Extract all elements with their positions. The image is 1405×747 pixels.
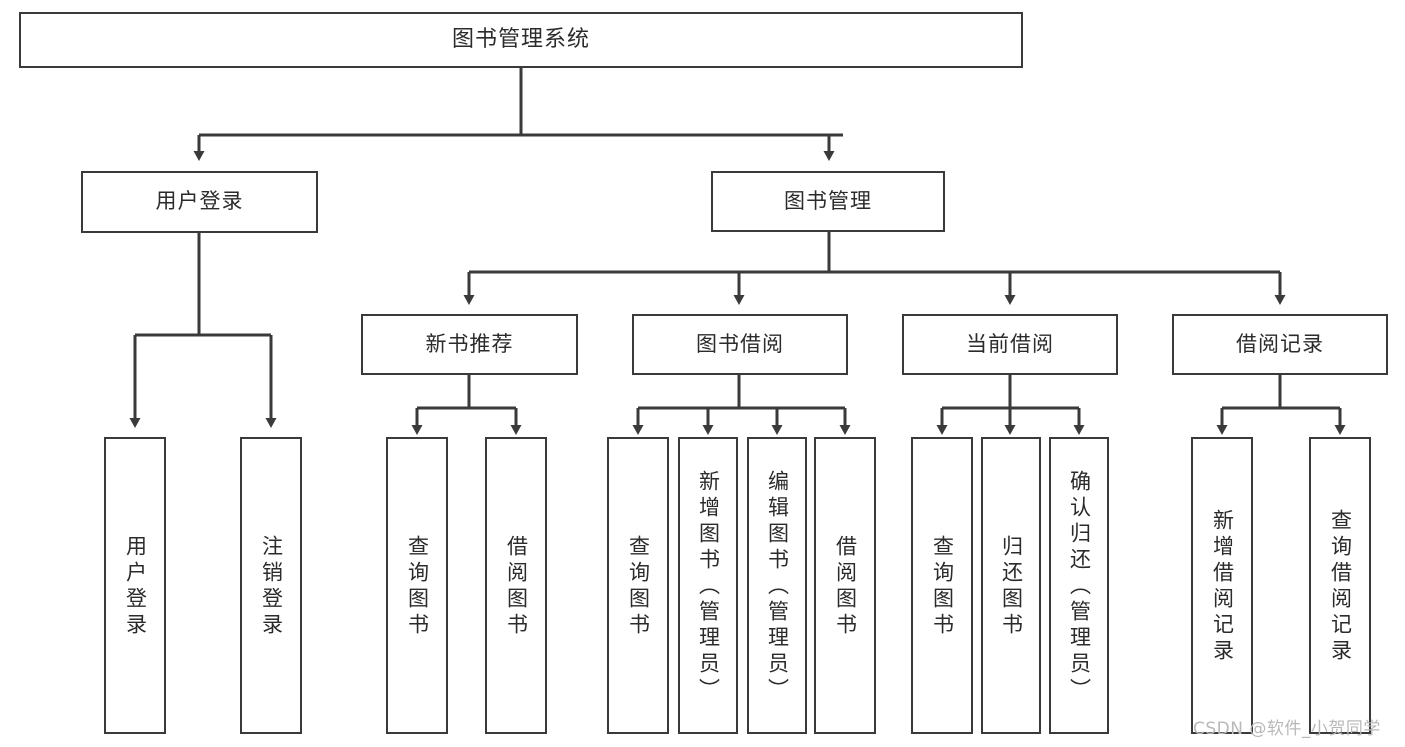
leaf-new-book-1[interactable]: 查询图书 <box>386 437 448 734</box>
leaf-current-borrow-3[interactable]: 确认归还（管理员） <box>1049 437 1109 734</box>
leaf-label: 确认归还（管理员） <box>1067 469 1092 704</box>
leaf-new-book-2[interactable]: 借阅图书 <box>485 437 547 734</box>
leaf-label: 新增图书（管理员） <box>696 469 721 704</box>
node-user-login-label: 用户登录 <box>155 189 244 214</box>
leaf-label: 注销登录 <box>259 534 284 639</box>
leaf-current-borrow-1[interactable]: 查询图书 <box>911 437 973 734</box>
node-book-borrow-label: 图书借阅 <box>696 331 784 356</box>
node-borrow-record-label: 借阅记录 <box>1236 331 1324 356</box>
leaf-label: 新增借阅记录 <box>1210 508 1235 665</box>
node-current-borrow-label: 当前借阅 <box>966 331 1054 356</box>
leaf-label: 借阅图书 <box>504 534 529 639</box>
leaf-label: 查询借阅记录 <box>1328 508 1353 665</box>
leaf-label: 借阅图书 <box>833 534 858 639</box>
leaf-book-borrow-4[interactable]: 借阅图书 <box>814 437 876 734</box>
node-book-management-label: 图书管理 <box>784 188 872 213</box>
node-root-system[interactable]: 图书管理系统 <box>19 12 1023 68</box>
leaf-user-login-1[interactable]: 用户登录 <box>104 437 166 734</box>
node-current-borrow[interactable]: 当前借阅 <box>902 314 1118 375</box>
leaf-label: 查询图书 <box>405 534 430 639</box>
leaf-user-login-2[interactable]: 注销登录 <box>240 437 302 734</box>
leaf-label: 查询图书 <box>626 534 651 639</box>
node-borrow-record[interactable]: 借阅记录 <box>1172 314 1388 375</box>
leaf-current-borrow-2[interactable]: 归还图书 <box>981 437 1041 734</box>
leaf-book-borrow-1[interactable]: 查询图书 <box>607 437 669 734</box>
node-user-login[interactable]: 用户登录 <box>81 171 318 233</box>
leaf-label: 用户登录 <box>123 534 148 639</box>
leaf-label: 归还图书 <box>999 534 1024 639</box>
node-book-borrow[interactable]: 图书借阅 <box>632 314 848 375</box>
node-new-book-recommend[interactable]: 新书推荐 <box>361 314 578 375</box>
leaf-borrow-record-2[interactable]: 查询借阅记录 <box>1309 437 1371 734</box>
leaf-label: 查询图书 <box>930 534 955 639</box>
node-book-management[interactable]: 图书管理 <box>711 171 945 232</box>
leaf-borrow-record-1[interactable]: 新增借阅记录 <box>1191 437 1253 734</box>
node-root-label: 图书管理系统 <box>451 26 590 52</box>
leaf-book-borrow-3[interactable]: 编辑图书（管理员） <box>747 437 807 734</box>
leaf-book-borrow-2[interactable]: 新增图书（管理员） <box>678 437 738 734</box>
node-new-book-recommend-label: 新书推荐 <box>425 331 514 356</box>
leaf-label: 编辑图书（管理员） <box>765 469 790 704</box>
